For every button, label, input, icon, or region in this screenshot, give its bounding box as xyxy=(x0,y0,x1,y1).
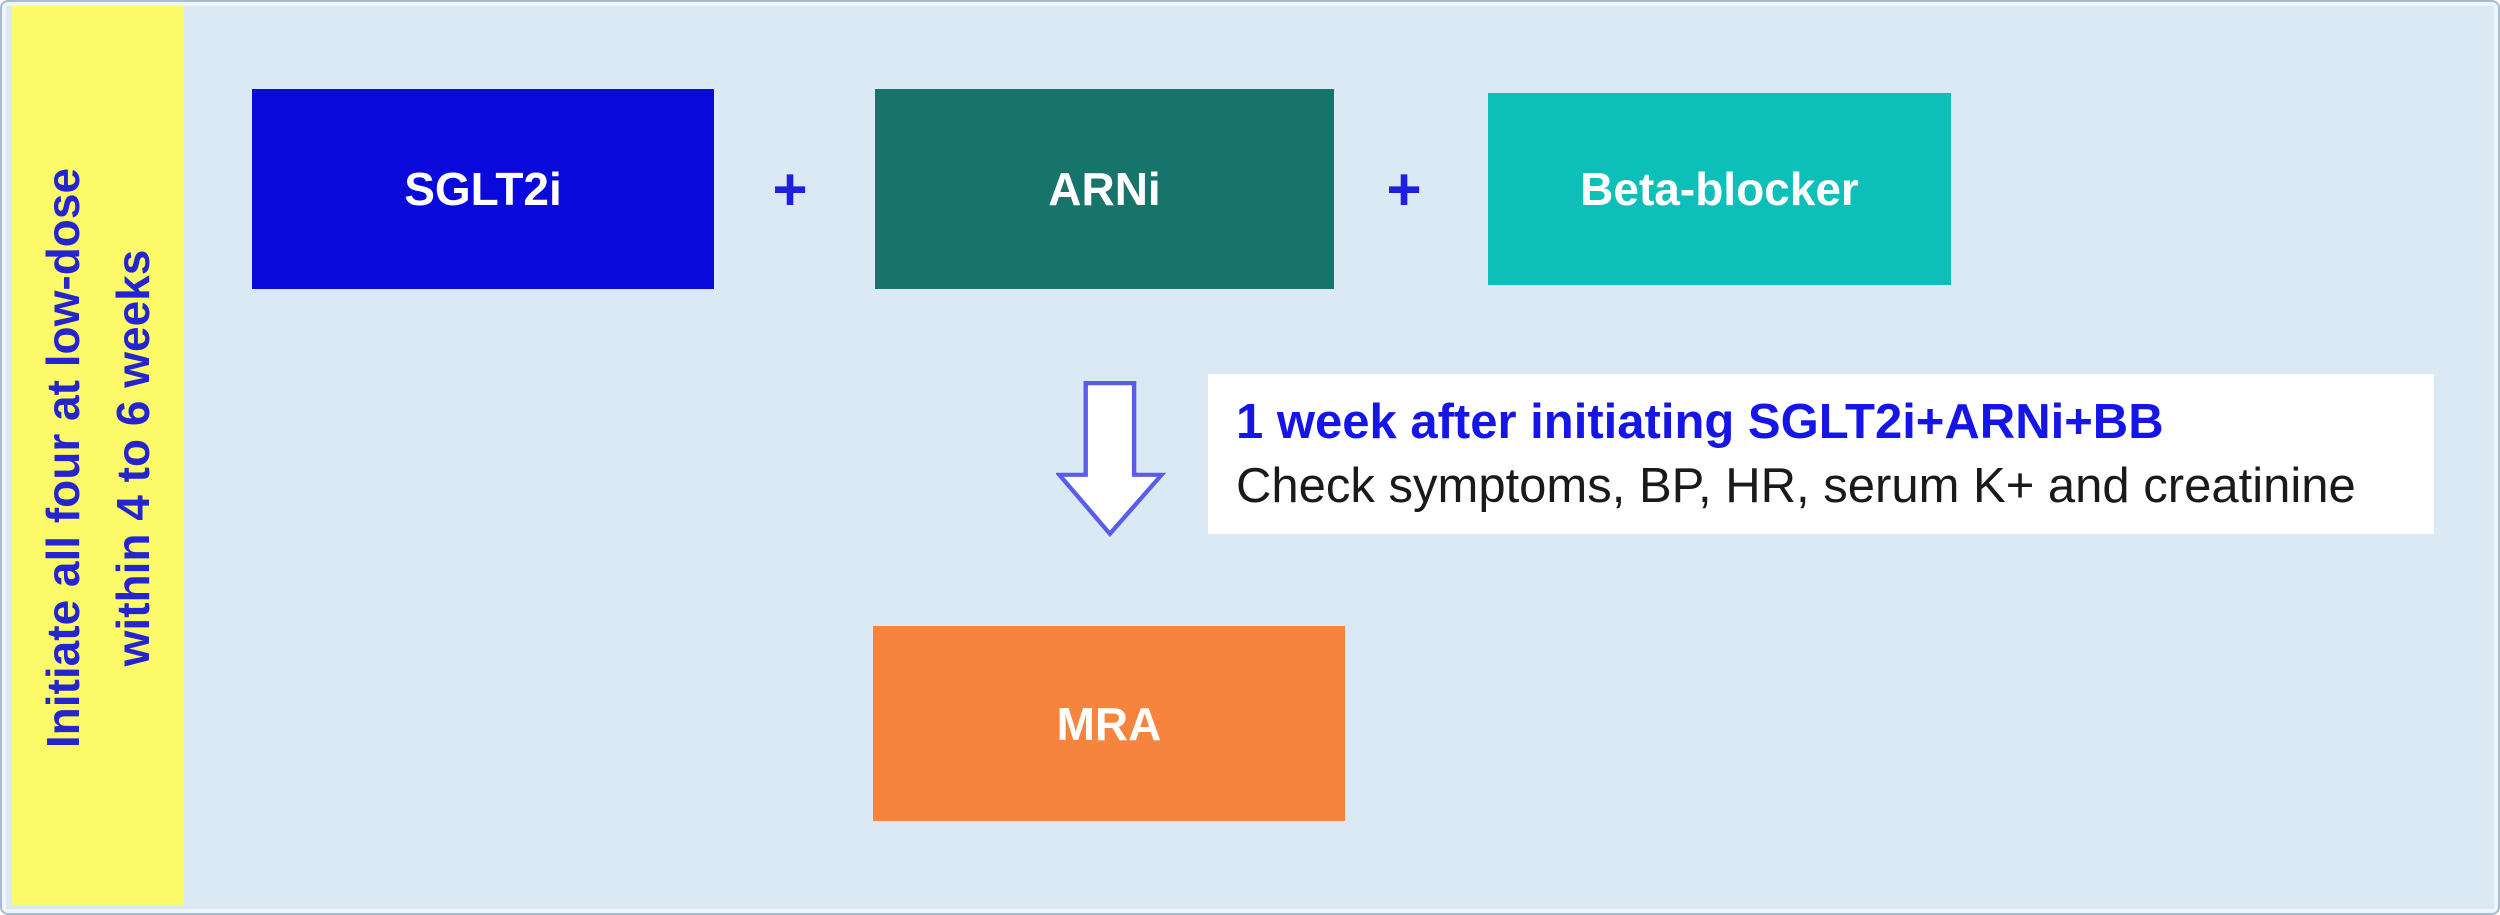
sidebar-line-1: Initiate all four at low-dose xyxy=(37,167,89,749)
sidebar-rotated-text: Initiate all four at low-dose within 4 t… xyxy=(23,78,173,838)
plus-sign-2-glyph: + xyxy=(1386,156,1422,223)
plus-sign-1: + xyxy=(752,132,828,247)
mra-label: MRA xyxy=(1056,697,1162,750)
plus-sign-2: + xyxy=(1366,132,1442,247)
arni-box: ARNi xyxy=(875,89,1334,289)
beta-blocker-box: Beta-blocker xyxy=(1488,93,1951,285)
note-body: Check symptoms, BP, HR, serum K+ and cre… xyxy=(1236,459,2356,513)
sidebar-line-2: within 4 to 6 weeks xyxy=(107,249,159,667)
check-note-box: 1 week after initiating SGLT2i+ARNi+BB C… xyxy=(1208,374,2434,534)
sglt2i-box: SGLT2i xyxy=(252,89,714,289)
plus-sign-1-glyph: + xyxy=(772,156,808,223)
arni-label: ARNi xyxy=(1048,163,1161,215)
beta-blocker-label: Beta-blocker xyxy=(1580,163,1859,215)
sglt2i-label: SGLT2i xyxy=(404,163,562,215)
down-arrow-icon xyxy=(1056,381,1166,538)
mra-box: MRA xyxy=(873,626,1345,821)
note-heading: 1 week after initiating SGLT2i+ARNi+BB xyxy=(1236,395,2164,449)
initiation-sidebar: Initiate all four at low-dose within 4 t… xyxy=(12,6,184,905)
